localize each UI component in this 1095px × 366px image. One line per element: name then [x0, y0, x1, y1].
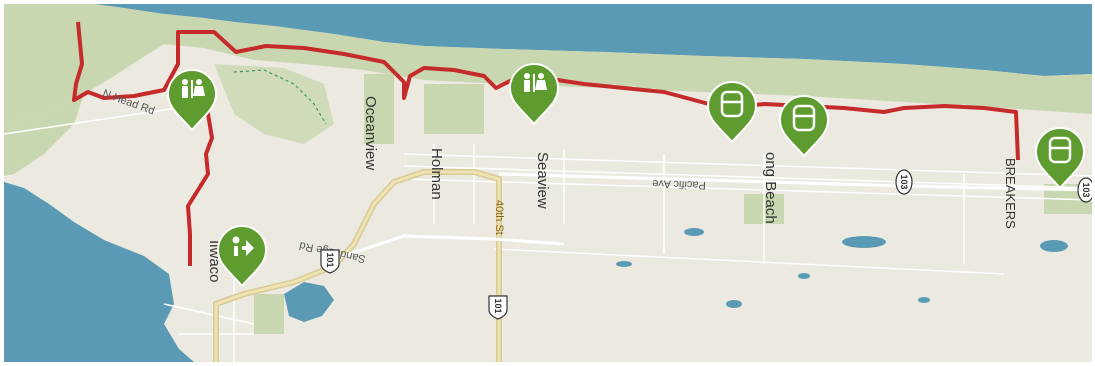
map-canvas[interactable]: N Head Rd Sandridge Rd Pacific Ave 40th …	[4, 4, 1092, 362]
shield-edge: 103	[1077, 177, 1092, 203]
dashed-path	[233, 69, 327, 125]
town-label-holman: Holman	[428, 148, 445, 200]
parking-marker-1[interactable]	[707, 81, 757, 143]
restroom-icon	[524, 73, 547, 92]
shield-sr103: 103	[895, 169, 913, 195]
forest-inland	[214, 64, 334, 144]
forest-patch-2	[424, 84, 484, 134]
small-lakes	[616, 228, 1068, 308]
car-icon	[720, 90, 744, 118]
car-icon	[1048, 136, 1072, 164]
parking-marker-3[interactable]	[1035, 127, 1085, 189]
bay-water	[4, 182, 194, 362]
trailhead-marker[interactable]	[217, 225, 267, 287]
svg-text:103: 103	[899, 174, 909, 189]
trail-route	[72, 21, 1020, 161]
town-label-long-beach: ong Beach	[762, 152, 779, 224]
forest-coast	[4, 4, 1092, 124]
town-label-oceanview: Oceanview	[362, 96, 379, 170]
us101-highway-core	[214, 170, 501, 362]
svg-text:101: 101	[493, 298, 503, 313]
pacific-ave	[498, 172, 1092, 192]
sandridge-road	[333, 234, 565, 261]
shield-us101-west: 101	[320, 249, 340, 274]
restroom-icon	[182, 79, 205, 98]
restroom-marker-1[interactable]	[167, 69, 217, 131]
street-grid	[4, 103, 1092, 362]
road-label-pacific-ave: Pacific Ave	[652, 177, 706, 191]
town-label-breakers: BREAKERS	[1003, 158, 1018, 229]
inlet-water	[284, 282, 334, 322]
svg-text:103: 103	[1081, 182, 1091, 197]
forest-patch-3	[254, 294, 284, 334]
shield-us101-south: 101	[488, 295, 508, 320]
road-label-40th-st: 40th St	[493, 200, 505, 235]
ocean-north	[4, 4, 1092, 76]
parking-marker-2[interactable]	[779, 95, 829, 157]
car-icon	[792, 104, 816, 132]
forest-west	[4, 94, 84, 176]
svg-text:101: 101	[325, 252, 335, 267]
restroom-marker-2[interactable]	[509, 63, 559, 125]
town-label-seaview: Seaview	[534, 152, 551, 209]
trail-map[interactable]: N Head Rd Sandridge Rd Pacific Ave 40th …	[4, 4, 1092, 362]
forest-patch-1	[364, 74, 394, 144]
trailhead-icon	[232, 236, 254, 256]
trail-route-south	[186, 102, 214, 266]
